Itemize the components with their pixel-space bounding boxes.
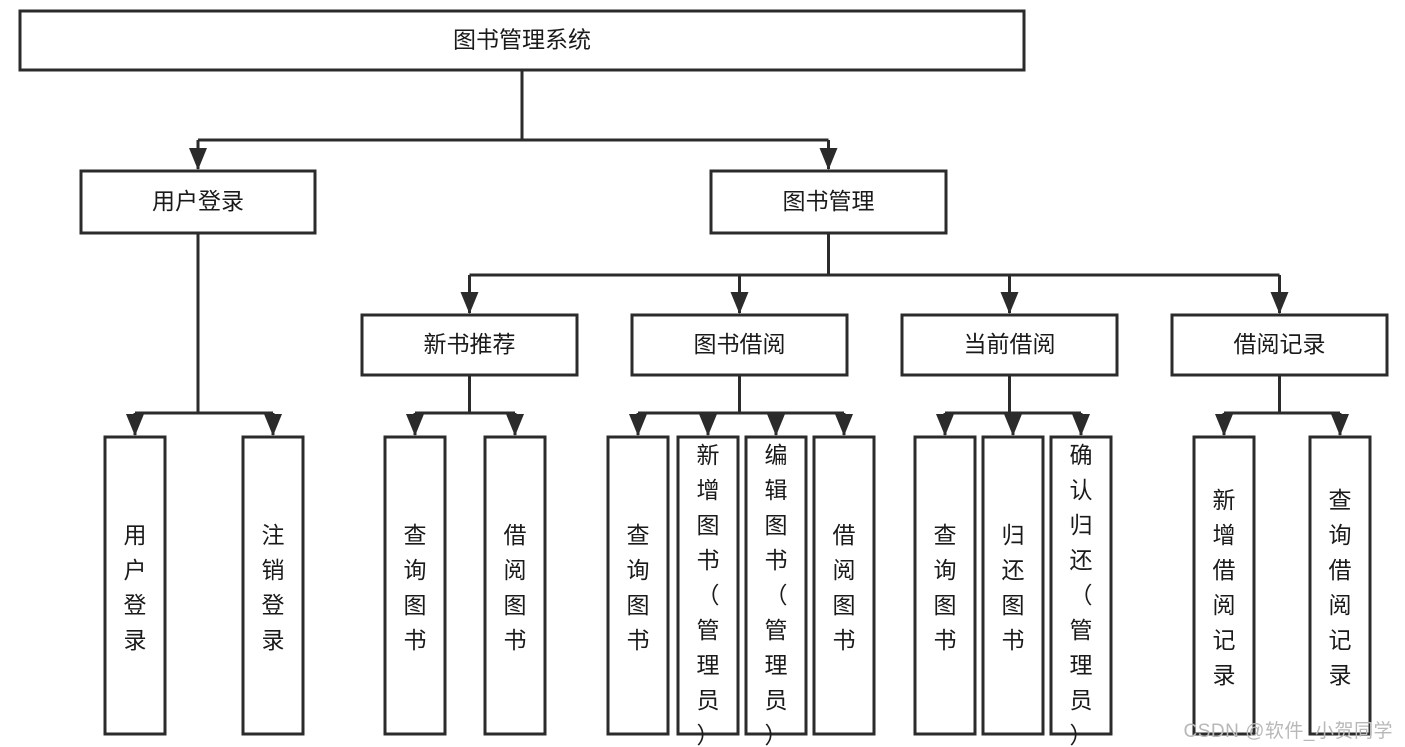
arrowhead-book-borrow bbox=[730, 292, 749, 314]
node-leaf-query-book-rec[interactable]: 查询图书 bbox=[383, 435, 447, 736]
node-box-leaf-logout bbox=[241, 435, 305, 736]
node-box-current-borrow bbox=[900, 313, 1119, 377]
node-label-leaf-confirm-return: 确认归还（管理员） bbox=[1070, 442, 1093, 747]
arrowhead-current-borrow bbox=[1000, 292, 1019, 314]
node-leaf-borrow-book[interactable]: 借阅图书 bbox=[812, 435, 876, 736]
node-box-leaf-borrow-book-rec bbox=[483, 435, 547, 736]
node-borrow-record[interactable]: 借阅记录 bbox=[1170, 313, 1389, 377]
arrowhead-leaf-return-book bbox=[1004, 414, 1022, 436]
arrowhead-leaf-confirm-return bbox=[1072, 414, 1090, 436]
node-label-leaf-add-record: 新增借阅记录 bbox=[1213, 487, 1236, 688]
node-box-leaf-query-book-rec bbox=[383, 435, 447, 736]
node-current-borrow[interactable]: 当前借阅 bbox=[900, 313, 1119, 377]
connector-lines bbox=[126, 70, 1349, 436]
node-label-leaf-borrow-book-rec: 借阅图书 bbox=[504, 522, 527, 653]
node-box-leaf-query-record bbox=[1308, 435, 1372, 736]
node-label-new-book-rec: 新书推荐 bbox=[424, 331, 516, 357]
node-label-current-borrow: 当前借阅 bbox=[964, 331, 1056, 357]
node-label-borrow-record: 借阅记录 bbox=[1234, 331, 1326, 357]
node-box-leaf-borrow-book bbox=[812, 435, 876, 736]
node-label-book-borrow: 图书借阅 bbox=[694, 331, 786, 357]
arrowhead-leaf-query-book-borrow bbox=[629, 414, 647, 436]
node-leaf-confirm-return[interactable]: 确认归还（管理员） bbox=[1049, 435, 1113, 747]
arrowhead-book-manage bbox=[819, 148, 838, 170]
node-box-leaf-user-login bbox=[103, 435, 167, 736]
arrowhead-leaf-query-book-rec bbox=[406, 414, 424, 436]
node-label-leaf-query-record: 查询借阅记录 bbox=[1329, 487, 1352, 688]
node-label-leaf-user-login: 用户登录 bbox=[124, 522, 147, 653]
node-leaf-query-book-borrow[interactable]: 查询图书 bbox=[606, 435, 670, 736]
node-box-book-borrow bbox=[630, 313, 849, 377]
node-box-leaf-confirm-return bbox=[1049, 435, 1113, 736]
node-label-user-login: 用户登录 bbox=[152, 188, 244, 214]
node-label-leaf-query-book-borrow: 查询图书 bbox=[627, 522, 650, 653]
node-box-leaf-query-book-current bbox=[913, 435, 977, 736]
watermark-text: CSDN @软件_小贺同学 bbox=[1183, 721, 1393, 742]
node-box-leaf-query-book-borrow bbox=[606, 435, 670, 736]
node-leaf-query-record[interactable]: 查询借阅记录 bbox=[1308, 435, 1372, 736]
node-label-leaf-edit-book: 编辑图书（管理员） bbox=[765, 442, 788, 747]
node-label-book-manage: 图书管理 bbox=[783, 188, 875, 214]
node-label-root: 图书管理系统 bbox=[453, 27, 591, 53]
node-label-leaf-return-book: 归还图书 bbox=[1002, 522, 1025, 653]
node-box-borrow-record bbox=[1170, 313, 1389, 377]
arrowhead-user-login bbox=[189, 148, 207, 170]
arrowhead-leaf-query-book-current bbox=[936, 414, 954, 436]
arrowhead-leaf-user-login bbox=[126, 414, 144, 436]
arrowhead-leaf-borrow-book-rec bbox=[506, 414, 524, 436]
node-leaf-borrow-book-rec[interactable]: 借阅图书 bbox=[483, 435, 547, 736]
node-box-book-manage bbox=[709, 169, 948, 235]
node-leaf-return-book[interactable]: 归还图书 bbox=[981, 435, 1045, 736]
node-box-leaf-add-record bbox=[1192, 435, 1256, 736]
arrowhead-leaf-logout bbox=[264, 414, 282, 436]
node-label-leaf-query-book-current: 查询图书 bbox=[934, 522, 957, 653]
node-leaf-query-book-current[interactable]: 查询图书 bbox=[913, 435, 977, 736]
node-book-manage[interactable]: 图书管理 bbox=[709, 169, 948, 235]
node-box-new-book-rec bbox=[360, 313, 579, 377]
node-book-borrow[interactable]: 图书借阅 bbox=[630, 313, 849, 377]
node-box-user-login bbox=[79, 169, 317, 235]
node-box-leaf-edit-book bbox=[744, 435, 808, 736]
node-label-leaf-logout: 注销登录 bbox=[262, 522, 285, 653]
node-box-leaf-return-book bbox=[981, 435, 1045, 736]
arrowhead-leaf-borrow-book bbox=[835, 414, 853, 436]
arrowhead-leaf-add-record bbox=[1215, 414, 1233, 436]
node-new-book-rec[interactable]: 新书推荐 bbox=[360, 313, 579, 377]
arrowhead-leaf-edit-book bbox=[767, 414, 785, 436]
node-label-leaf-borrow-book: 借阅图书 bbox=[833, 522, 856, 653]
arrowhead-new-book-rec bbox=[460, 292, 479, 314]
node-label-leaf-add-book: 新增图书（管理员） bbox=[697, 442, 720, 747]
node-leaf-edit-book[interactable]: 编辑图书（管理员） bbox=[744, 435, 808, 747]
node-leaf-logout[interactable]: 注销登录 bbox=[241, 435, 305, 736]
node-boxes: 图书管理系统用户登录图书管理新书推荐图书借阅当前借阅借阅记录用户登录注销登录查询… bbox=[18, 9, 1389, 747]
node-box-leaf-add-book bbox=[676, 435, 740, 736]
node-leaf-user-login[interactable]: 用户登录 bbox=[103, 435, 167, 736]
node-leaf-add-record[interactable]: 新增借阅记录 bbox=[1192, 435, 1256, 736]
node-label-leaf-query-book-rec: 查询图书 bbox=[404, 522, 427, 653]
node-leaf-add-book[interactable]: 新增图书（管理员） bbox=[676, 435, 740, 747]
arrowhead-leaf-add-book bbox=[699, 414, 717, 436]
arrowhead-leaf-query-record bbox=[1331, 414, 1349, 436]
node-box-root bbox=[18, 9, 1026, 72]
arrowhead-borrow-record bbox=[1270, 292, 1289, 314]
node-user-login[interactable]: 用户登录 bbox=[79, 169, 317, 235]
node-root[interactable]: 图书管理系统 bbox=[18, 9, 1026, 72]
